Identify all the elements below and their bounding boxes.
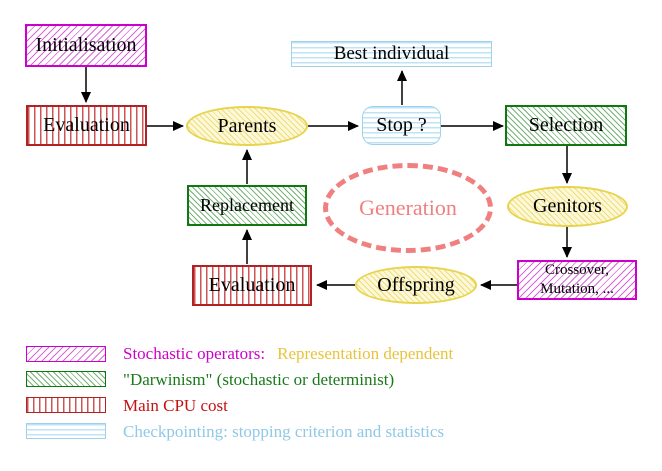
legend-swatch-checkpointing bbox=[26, 423, 106, 439]
crossover-label-line2: Mutation, ... bbox=[540, 281, 614, 297]
node-evaluation-bottom: Evaluation bbox=[192, 265, 312, 306]
crossover-label-line1: Crossover, bbox=[545, 262, 609, 279]
node-genitors: Genitors bbox=[507, 186, 628, 227]
node-parents: Parents bbox=[186, 106, 308, 146]
legend-stochastic-text: Stochastic operators: bbox=[123, 344, 266, 363]
legend-swatch-darwinism bbox=[26, 371, 106, 387]
node-crossover-mutation: Crossover, Mutation, ... bbox=[517, 260, 637, 300]
legend-representation-text: Representation dependent bbox=[277, 344, 454, 363]
legend-cpu-text: Main CPU cost bbox=[123, 396, 228, 415]
node-offspring: Offspring bbox=[355, 266, 477, 304]
legend-swatch-stochastic bbox=[26, 346, 106, 362]
node-stop: Stop ? bbox=[362, 106, 441, 145]
node-best-individual: Best individual bbox=[291, 41, 492, 67]
legend-darwinism-text: "Darwinism" (stochastic or determinist) bbox=[123, 370, 395, 389]
node-selection: Selection bbox=[505, 105, 627, 146]
node-replacement: Replacement bbox=[187, 185, 307, 226]
node-generation: Generation bbox=[323, 163, 493, 253]
legend-checkpointing-text: Checkpointing: stopping criterion and st… bbox=[123, 422, 445, 441]
node-evaluation-top: Evaluation bbox=[26, 105, 147, 146]
legend-swatch-cpu bbox=[26, 397, 106, 413]
legend-label-stochastic: Stochastic operators: Representation depe… bbox=[123, 344, 453, 364]
node-initialisation: Initialisation bbox=[25, 24, 147, 67]
